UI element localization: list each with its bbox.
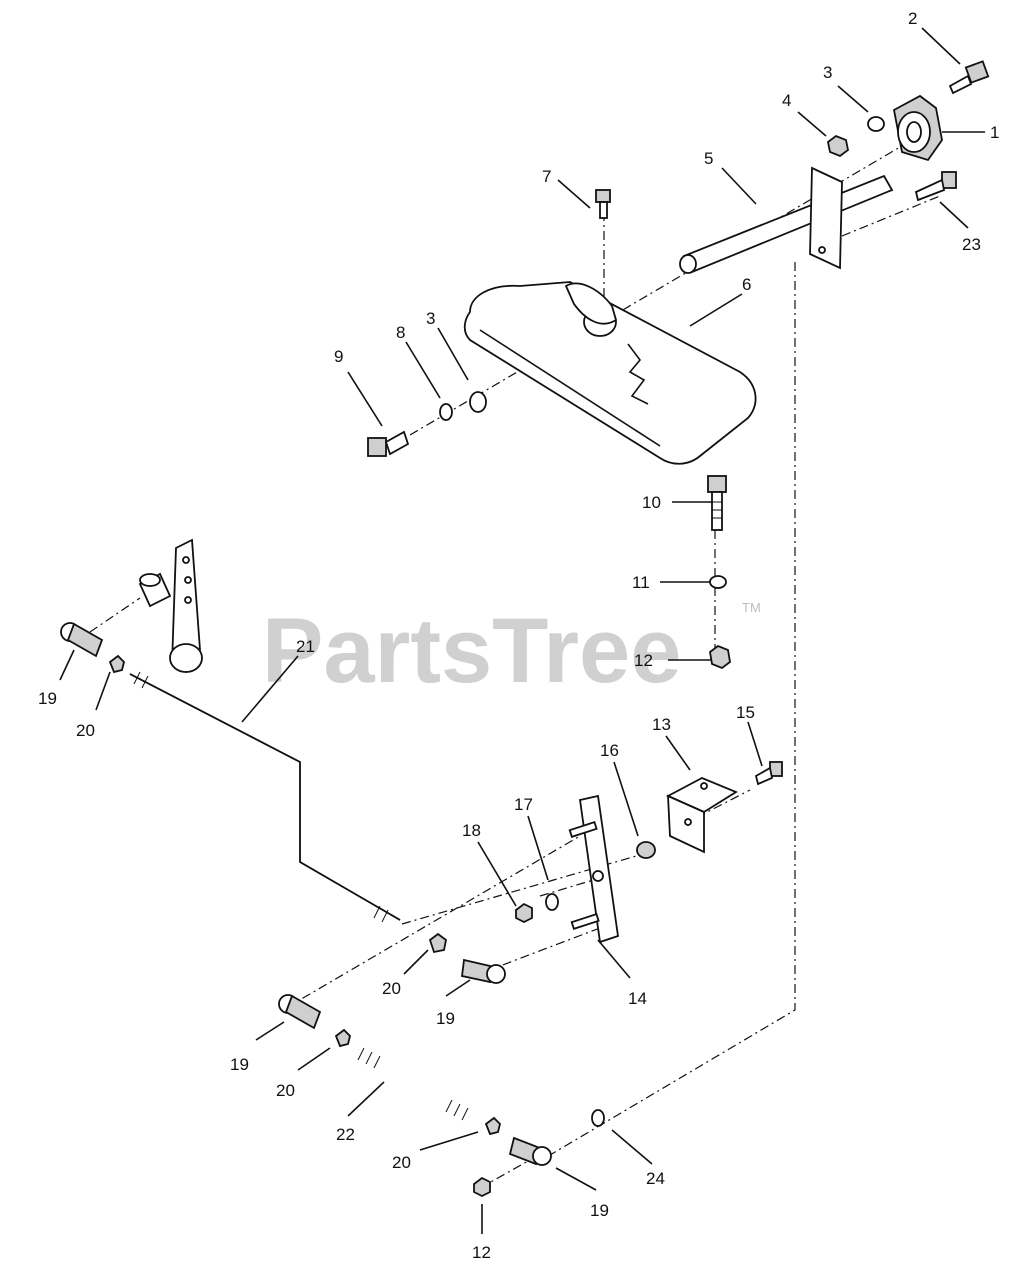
nut-12-bottom [473,1176,491,1198]
watermark-tm: TM [742,600,761,615]
spacer [138,572,172,608]
jam-nut-20b [428,932,447,954]
callout-12-top: 12 [634,651,653,670]
nut-4 [827,134,849,158]
callout-13: 13 [652,715,671,734]
callout-18: 18 [462,821,481,840]
callout-19-d: 19 [590,1201,609,1220]
jam-nut-20d [484,1116,501,1136]
bolt-15 [754,761,783,786]
bolt-7 [595,189,611,219]
callout-10: 10 [642,493,661,512]
ball-joint-19d [508,1136,552,1166]
callout-5: 5 [704,149,713,168]
callout-16: 16 [600,741,619,760]
pedal-shaft [679,166,894,274]
washer-17 [545,893,559,911]
threaded-rod-22 [357,1047,471,1121]
callout-15: 15 [736,703,755,722]
ball-joint-19a [60,622,104,658]
watermark-text: PartsTree [262,600,681,702]
callout-8: 8 [396,323,405,342]
callout-19-c: 19 [230,1055,249,1074]
callout-24: 24 [646,1169,665,1188]
callout-6: 6 [742,275,751,294]
callout-14: 14 [628,989,647,1008]
flange-bearing [892,94,943,162]
ball-joint-19b [461,958,506,984]
bolt-9 [367,430,410,457]
nut-18 [515,902,533,924]
pedal [463,281,757,465]
washer-3-lower [469,391,487,413]
callout-1: 1 [990,123,999,142]
callout-20-c: 20 [276,1081,295,1100]
pedal-lever-arm [169,538,203,674]
washer-3-top [867,116,885,132]
ball-joint-19c [278,994,322,1030]
washer-24 [591,1109,605,1127]
nut-12-top [709,644,731,670]
callout-21: 21 [296,637,315,656]
callout-17: 17 [514,795,533,814]
bushing-16 [636,841,656,859]
callout-3-lower: 3 [426,309,435,328]
mounting-plate-14 [568,794,619,944]
callout-20-a: 20 [76,721,95,740]
callout-11: 11 [632,573,650,592]
bracket-13 [665,777,738,854]
callout-7: 7 [542,167,551,186]
callout-2: 2 [908,9,917,28]
jam-nut-20c [334,1028,351,1048]
callout-22: 22 [336,1125,355,1144]
callout-12-bottom: 12 [472,1243,491,1262]
control-rod-21 [129,671,401,923]
callout-23: 23 [962,235,981,254]
bolt-2 [948,60,990,95]
leader-lines [59,27,985,1234]
jam-nut-20a [108,654,125,674]
callout-9: 9 [334,347,343,366]
callout-19-a: 19 [38,689,57,708]
callout-20-d: 20 [392,1153,411,1172]
washer-11 [709,575,727,589]
callout-3-top: 3 [823,63,832,82]
bolt-23 [914,171,957,202]
callout-4: 4 [782,91,791,110]
washer-8 [439,403,453,421]
callout-labels: 2 3 4 1 5 7 6 23 9 8 3 10 11 12 13 15 16… [38,9,999,1262]
callout-19-b: 19 [436,1009,455,1028]
bolt-10 [707,475,727,531]
callout-20-b: 20 [382,979,401,998]
